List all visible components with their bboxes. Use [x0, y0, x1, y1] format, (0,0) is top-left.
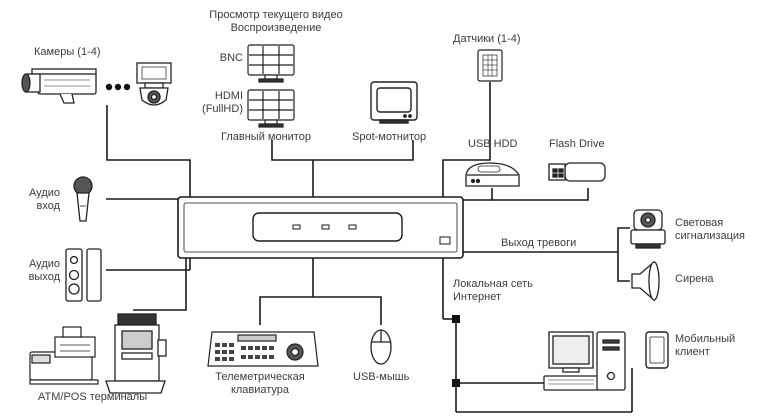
- pc-icon: [543, 331, 626, 391]
- dvr-recorder: [177, 196, 464, 259]
- siren-label: Сирена: [675, 273, 714, 285]
- alarm-light-label: Световая сигнализация: [675, 217, 745, 242]
- ptz-keyboard-icon: [207, 331, 319, 367]
- sensor-line: [442, 82, 491, 197]
- sensor-icon: [477, 49, 503, 82]
- siren-icon: [631, 260, 660, 302]
- dot-1: [105, 83, 113, 91]
- hdmi-monitor-icon: [247, 89, 295, 128]
- spot-monitor-label: Spot-мотнитор: [352, 131, 427, 143]
- atm-line: [133, 258, 187, 311]
- usb-hdd-icon: [465, 162, 520, 187]
- alarm-light-icon: [630, 209, 666, 249]
- network-node-bottom: [452, 379, 460, 387]
- bnc-monitor-icon: [247, 44, 295, 83]
- cameras-label: Камеры (1-4): [34, 46, 101, 58]
- flash-drive-icon: [548, 162, 606, 182]
- mobile-phone-icon: [645, 331, 669, 369]
- usb-bus-line: [491, 188, 589, 201]
- usb-mouse-icon: [370, 329, 392, 365]
- dot-3: [123, 83, 131, 91]
- audio-in-label: Аудио вход: [28, 187, 60, 212]
- pos-terminal-icon: [29, 326, 99, 385]
- input-bus-line: [259, 296, 382, 325]
- camera-line: [106, 105, 191, 197]
- atm-icon: [105, 313, 167, 394]
- live-view-label: Просмотр текущего видео Воспроизведение: [209, 9, 343, 34]
- usb-hdd-label: USB HDD: [468, 138, 518, 150]
- dot-2: [114, 83, 122, 91]
- connection-lines: [106, 82, 633, 413]
- bnc-label: BNC: [219, 52, 243, 64]
- usb-mouse-label: USB-мышь: [353, 371, 410, 383]
- speakers-icon: [65, 248, 102, 302]
- hdmi-label: HDMI (FullHD): [202, 90, 243, 115]
- alarm-bus-line: [617, 227, 630, 282]
- network-label: Локальная сеть Интернет: [453, 278, 533, 303]
- network-node-top: [452, 315, 460, 323]
- sensors-label: Датчики (1-4): [453, 33, 521, 45]
- monitor-bus-line: [271, 140, 414, 161]
- ptz-camera-icon: [136, 62, 172, 106]
- microphone-icon: [73, 176, 93, 222]
- flash-drive-label: Flash Drive: [549, 138, 605, 150]
- main-monitor-label: Главный монитор: [221, 131, 311, 143]
- bullet-camera-icon: [21, 68, 97, 104]
- alarm-out-label: Выход тревоги: [501, 237, 577, 249]
- spot-monitor-icon: [370, 81, 418, 124]
- atm-pos-label: ATM/POS терминалы: [38, 391, 148, 403]
- ptz-keyboard-label: Телеметрическая клавиатура: [215, 371, 305, 396]
- mobile-client-label: Мобильный клиент: [675, 333, 736, 358]
- audio-out-label: Аудио выход: [28, 258, 60, 283]
